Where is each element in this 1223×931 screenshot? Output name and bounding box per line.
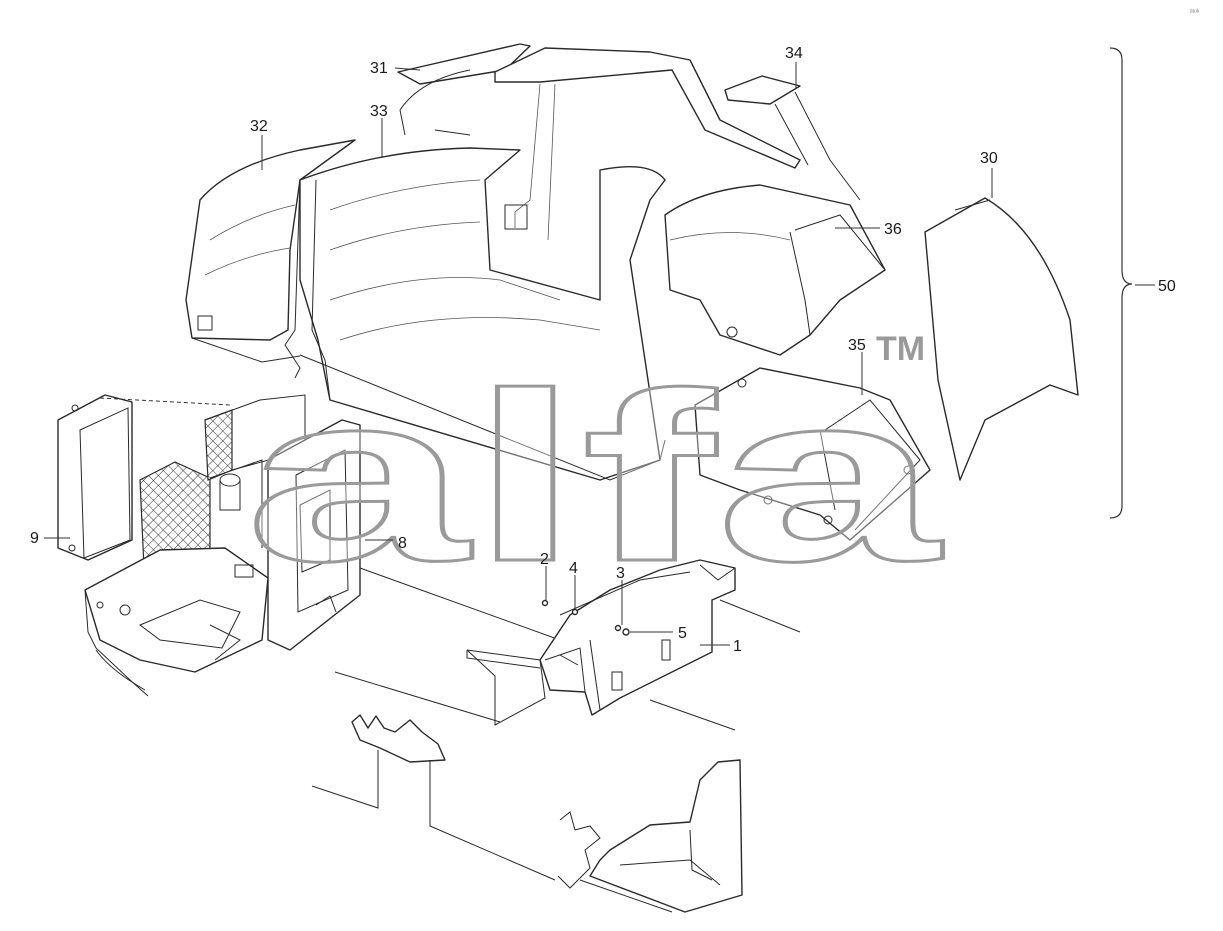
callout-1: 1 <box>733 638 742 655</box>
corner-mark: ᵃᵗᵘᵏ <box>1190 9 1200 16</box>
cab-panel-set <box>185 43 1079 541</box>
nut-3-icon <box>614 624 622 632</box>
callout-4: 4 <box>569 560 578 577</box>
callout-9: 9 <box>30 530 39 547</box>
watermark-trademark: TM <box>876 330 925 368</box>
part-31-roof-plate <box>397 43 531 85</box>
part-33-center-shroud <box>299 147 666 481</box>
center-lower-frame <box>334 559 801 731</box>
washer-5-icon <box>622 628 630 636</box>
roof-strip-panel <box>494 47 801 169</box>
washer-4-icon <box>571 608 579 616</box>
part-32-left-hood <box>185 139 356 341</box>
cab-base-outline <box>299 354 666 481</box>
callout-33: 33 <box>370 103 388 120</box>
grille-mesh-panel-upper <box>204 409 233 481</box>
callout-3: 3 <box>616 565 625 582</box>
callout-8: 8 <box>398 535 407 552</box>
callout-2: 2 <box>540 551 549 568</box>
part-35-lower-housing <box>694 367 931 541</box>
callout-34: 34 <box>785 45 803 62</box>
part-34-cover-plate <box>724 75 801 105</box>
callout-31: 31 <box>370 60 388 77</box>
left-lower-assembly <box>57 394 361 697</box>
watermark-logo: alfa <box>245 343 943 611</box>
part-8-frame-panel <box>267 419 361 651</box>
part-30-rear-panel <box>924 197 1079 481</box>
bolt-2-icon <box>541 599 549 607</box>
floor-line-left <box>359 567 561 641</box>
base-channel <box>466 649 546 726</box>
callout-36: 36 <box>884 221 902 238</box>
callout-5: 5 <box>678 625 687 642</box>
bottom-bracket-assembly <box>311 714 743 913</box>
part-36-side-panel <box>664 184 886 356</box>
lower-tank-housing <box>589 759 743 913</box>
part-1-support-frame <box>539 559 736 716</box>
callout-30: 30 <box>980 150 998 167</box>
callout-50: 50 <box>1158 278 1176 295</box>
floor-line-right <box>719 599 801 633</box>
callout-35: 35 <box>848 337 866 354</box>
group-50-bracket <box>1109 47 1133 519</box>
callout-labels: 31 32 33 34 30 36 35 50 9 8 2 4 3 5 1 <box>30 45 1176 655</box>
floor-line-bottom <box>334 671 501 723</box>
callout-32: 32 <box>250 118 268 135</box>
mount-bracket <box>351 714 446 763</box>
part-9-rear-cover <box>57 394 133 561</box>
callout-leaders <box>44 62 1155 646</box>
